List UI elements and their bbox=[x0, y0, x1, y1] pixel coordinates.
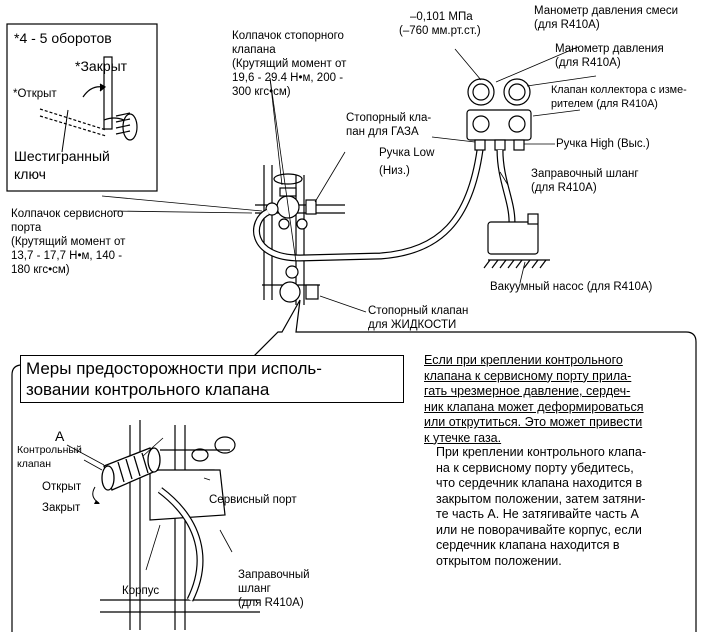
instruction-line: закрытом положении, затем затяни- bbox=[436, 491, 646, 506]
warning-line: ник клапана может деформироваться bbox=[424, 399, 644, 414]
closed-label: *Закрыт bbox=[75, 58, 128, 74]
manifold-label-1: Клапан коллектора с изме- bbox=[551, 84, 687, 96]
body-label: Корпус bbox=[122, 585, 160, 597]
instruction-text: При креплении контрольного клапа- на к с… bbox=[436, 445, 661, 569]
instruction-line: сердечник клапана находится в bbox=[436, 538, 620, 552]
pressure-gauge-label-2: (для R410A) bbox=[555, 57, 621, 69]
open-position-label: Открыт bbox=[42, 481, 82, 493]
warning-text: Если при креплении контрольного клапана … bbox=[424, 353, 652, 446]
instruction-line: на к сервисному порту убедитесь, bbox=[436, 460, 634, 475]
closed-position-label: Закрыт bbox=[42, 502, 81, 514]
stop-cap-label-3: (Крутящий момент от bbox=[232, 58, 347, 70]
high-handle-label: Ручка High (Выс.) bbox=[556, 138, 650, 150]
check-valve-illustration bbox=[100, 420, 260, 630]
mix-gauge-label-2: (для R410A) bbox=[534, 19, 600, 31]
outdoor-unit-icon bbox=[255, 165, 345, 305]
low-handle-label-2: (Низ.) bbox=[379, 165, 410, 177]
service-cap-label-1: Колпачок сервисного bbox=[11, 208, 124, 220]
gas-valve-icon bbox=[265, 187, 317, 230]
check-valve-label-1: Контрольный bbox=[17, 444, 82, 456]
hose-label-2: (для R410A) bbox=[531, 182, 597, 194]
gas-valve-label-2: пан для ГАЗА bbox=[346, 126, 419, 138]
turns-label: *4 - 5 оборотов bbox=[14, 30, 112, 46]
service-cap-label-2: порта bbox=[11, 222, 42, 234]
gas-valve-label-1: Стопорный кла- bbox=[346, 112, 432, 124]
pressure-gauge-label-1: Манометр давления bbox=[555, 43, 664, 55]
check-valve-icon bbox=[101, 447, 161, 491]
hex-key-icon bbox=[39, 56, 138, 153]
vacuum-label-2: (–760 мм.рт.ст.) bbox=[399, 25, 481, 37]
service-cap-label-3: (Крутящий момент от bbox=[11, 236, 126, 248]
hex-key-label-1: Шестигранный bbox=[14, 148, 110, 164]
vacuum-pump-label: Вакуумный насос (для R410A) bbox=[490, 281, 653, 293]
hex-key-label-2: ключ bbox=[14, 166, 46, 182]
stop-cap-label-4: 19,6 - 29.4 Н•м, 200 - bbox=[232, 72, 344, 84]
caution-hose-label-2: шланг bbox=[238, 583, 271, 595]
caution-title-line-1: Меры предосторожности при исполь- bbox=[26, 359, 322, 378]
service-port-label: Сервисный порт bbox=[209, 494, 297, 506]
vacuum-label-1: –0,101 МПа bbox=[410, 11, 473, 23]
instruction-line: или не поворачивайте корпус, если bbox=[436, 522, 642, 537]
warning-line: клапана к сервисному порту прила- bbox=[424, 368, 632, 383]
manifold-gauge-icon bbox=[466, 78, 532, 151]
instruction-line: те часть A. Не затягивайте часть A bbox=[436, 507, 639, 521]
vacuum-pump-icon bbox=[483, 213, 550, 269]
low-handle-label-1: Ручка Low bbox=[379, 147, 435, 159]
service-cap-label-5: 180 кгс•см) bbox=[11, 264, 70, 276]
stop-cap-label-1: Колпачок стопорного bbox=[232, 30, 344, 42]
instruction-line: При креплении контрольного клапа- bbox=[436, 445, 647, 459]
caution-hose-label-3: (для R410A) bbox=[238, 597, 304, 609]
caution-title: Меры предосторожности при исполь- зовани… bbox=[20, 355, 404, 403]
mix-gauge-label-1: Манометр давления смеси bbox=[534, 5, 679, 17]
hex-key-inset-box bbox=[6, 23, 158, 192]
warning-line: или открутиться. Это может привести bbox=[424, 415, 643, 429]
stop-cap-label-5: 300 кгс•см) bbox=[232, 86, 291, 98]
instruction-line: что сердечник клапана находится в bbox=[436, 476, 643, 490]
warning-line: к утечке газа. bbox=[424, 430, 502, 445]
liquid-valve-label-2: для ЖИДКОСТИ bbox=[368, 319, 457, 331]
caution-hose-label-1: Заправочный bbox=[238, 569, 310, 581]
manifold-label-2: рителем (для R410A) bbox=[551, 98, 658, 110]
liquid-valve-icon bbox=[279, 265, 319, 303]
check-valve-label-2: клапан bbox=[17, 458, 52, 470]
caution-frame bbox=[11, 299, 697, 632]
warning-line: гать чрезмерное давление, сердеч- bbox=[424, 384, 631, 398]
caution-title-line-2: зовании контрольного клапана bbox=[26, 380, 270, 399]
hose-label-1: Заправочный шланг bbox=[531, 168, 639, 180]
service-cap-label-4: 13,7 - 17,7 Н•м, 140 - bbox=[11, 250, 123, 262]
warning-line: Если при креплении контрольного bbox=[424, 353, 623, 367]
stop-cap-label-2: клапана bbox=[232, 44, 276, 56]
instruction-line: открытом положении. bbox=[436, 553, 562, 568]
liquid-valve-label-1: Стопорный клапан bbox=[368, 305, 469, 317]
part-a-label: A bbox=[55, 428, 65, 444]
open-label: *Открыт bbox=[13, 88, 57, 100]
